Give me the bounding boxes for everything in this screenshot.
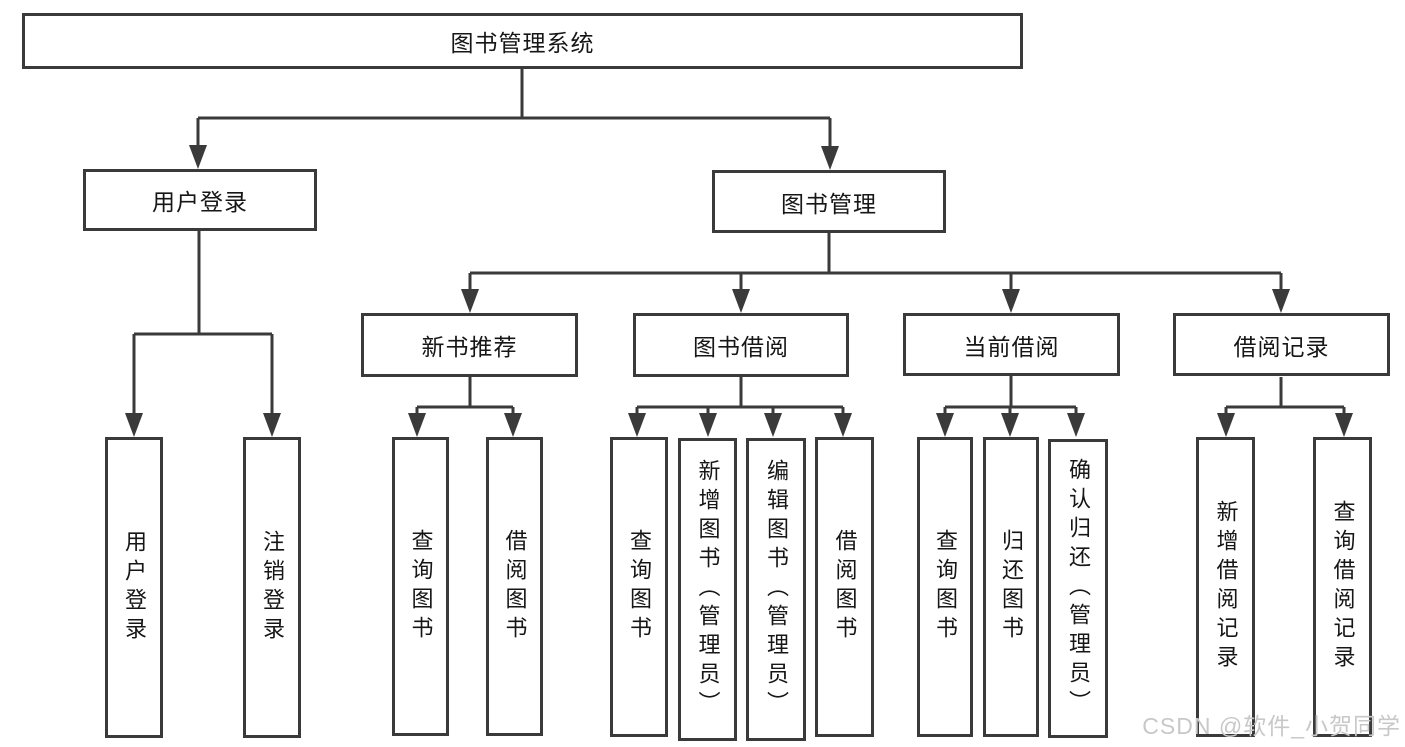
node-label: 借阅图书 [832,529,858,645]
node-label: 确认归还（管理员） [1066,458,1091,719]
node-label: 新增借阅记录 [1213,500,1239,674]
csdn-watermark: CSDN @软件_小贺同学 [1142,713,1401,739]
node-label: 当前借阅 [963,333,1060,360]
node-user-login-branch: 用户登录 [83,169,317,231]
node-new-book-recommendation: 新书推荐 [361,313,578,377]
node-label: 用户登录 [152,189,248,215]
leaf-edit-book-admin: 编辑图书（管理员） [746,438,806,741]
node-label: 查询借阅记录 [1330,500,1356,674]
node-label: 新书推荐 [421,334,518,360]
node-book-borrowing: 图书借阅 [633,313,849,377]
node-label: 归还图书 [999,529,1024,645]
leaf-confirm-return-admin: 确认归还（管理员） [1048,439,1108,738]
node-borrowing-records: 借阅记录 [1173,313,1390,376]
leaf-add-book-admin: 新增图书（管理员） [678,438,737,741]
node-label: 图书借阅 [693,334,789,360]
leaf-user-login: 用户登录 [105,437,163,738]
leaf-logout: 注销登录 [243,437,301,738]
leaf-query-books-recommend: 查询图书 [392,437,449,736]
node-label: 查询图书 [627,529,652,645]
node-label: 编辑图书（管理员） [764,459,789,720]
leaf-return-book: 归还图书 [983,437,1039,737]
node-label: 图书管理 [781,190,877,217]
node-label: 借阅记录 [1233,333,1330,360]
leaf-query-borrow-record: 查询借阅记录 [1313,437,1372,737]
node-label: 借阅图书 [502,528,528,645]
node-current-borrowing: 当前借阅 [903,313,1120,376]
leaf-query-books-current: 查询图书 [917,437,973,737]
node-label: 用户登录 [122,529,147,646]
node-label: 查询图书 [408,528,434,645]
node-label: 新增图书（管理员） [695,459,721,720]
arrowhead-icons [125,145,1353,437]
leaf-borrow-books-recommend: 借阅图书 [486,437,543,736]
leaf-add-borrow-record: 新增借阅记录 [1196,437,1255,737]
leaf-borrow-books: 借阅图书 [815,437,874,737]
node-label: 注销登录 [260,529,285,646]
node-book-management: 图书管理 [712,170,946,233]
node-label: 图书管理系统 [450,30,595,56]
node-label: 查询图书 [933,529,958,645]
node-library-management-system: 图书管理系统 [22,13,1023,69]
leaf-query-books-borrow: 查询图书 [610,437,668,737]
